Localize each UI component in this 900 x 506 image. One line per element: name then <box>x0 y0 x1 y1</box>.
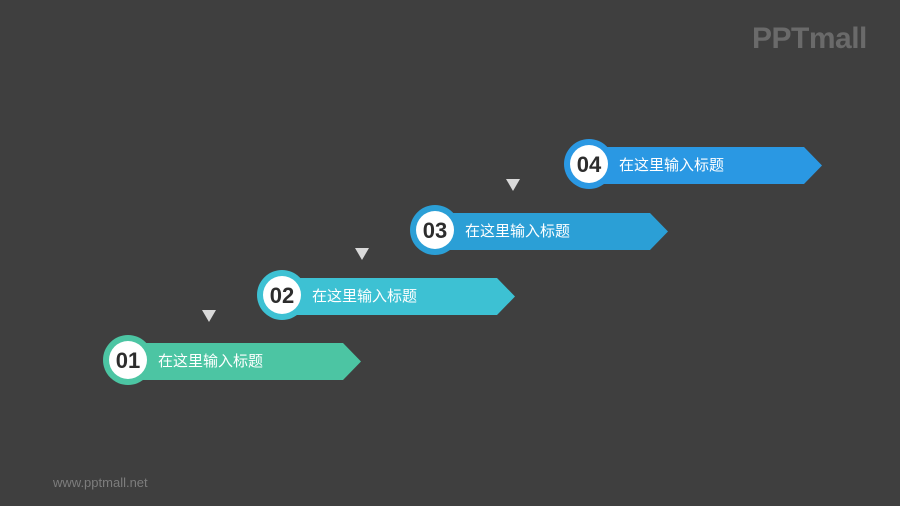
step-title[interactable]: 在这里输入标题 <box>158 352 264 370</box>
step-number-badge: 02 <box>257 270 307 320</box>
down-triangle-icon <box>202 310 216 322</box>
step-number: 01 <box>109 341 147 379</box>
step-banner <box>281 278 515 315</box>
step-banner <box>588 147 822 184</box>
pptmall-logo: PPTmall <box>752 22 867 55</box>
step-banner <box>127 343 361 380</box>
step-number-badge: 03 <box>410 205 460 255</box>
down-triangle-icon <box>506 179 520 191</box>
step-title[interactable]: 在这里输入标题 <box>312 287 418 305</box>
step-04: 04 在这里输入标题 <box>564 139 826 191</box>
step-title[interactable]: 在这里输入标题 <box>465 222 571 240</box>
down-triangle-icon <box>355 248 369 260</box>
step-number-badge: 01 <box>103 335 153 385</box>
step-number: 03 <box>416 211 454 249</box>
step-number-badge: 04 <box>564 139 614 189</box>
step-title[interactable]: 在这里输入标题 <box>619 156 725 174</box>
step-number: 02 <box>263 276 301 314</box>
step-number: 04 <box>570 145 608 183</box>
step-01: 01 在这里输入标题 <box>103 335 365 387</box>
step-02: 02 在这里输入标题 <box>257 270 519 322</box>
step-03: 03 在这里输入标题 <box>410 205 672 257</box>
website-url: www.pptmall.net <box>53 475 148 490</box>
step-banner <box>434 213 668 250</box>
